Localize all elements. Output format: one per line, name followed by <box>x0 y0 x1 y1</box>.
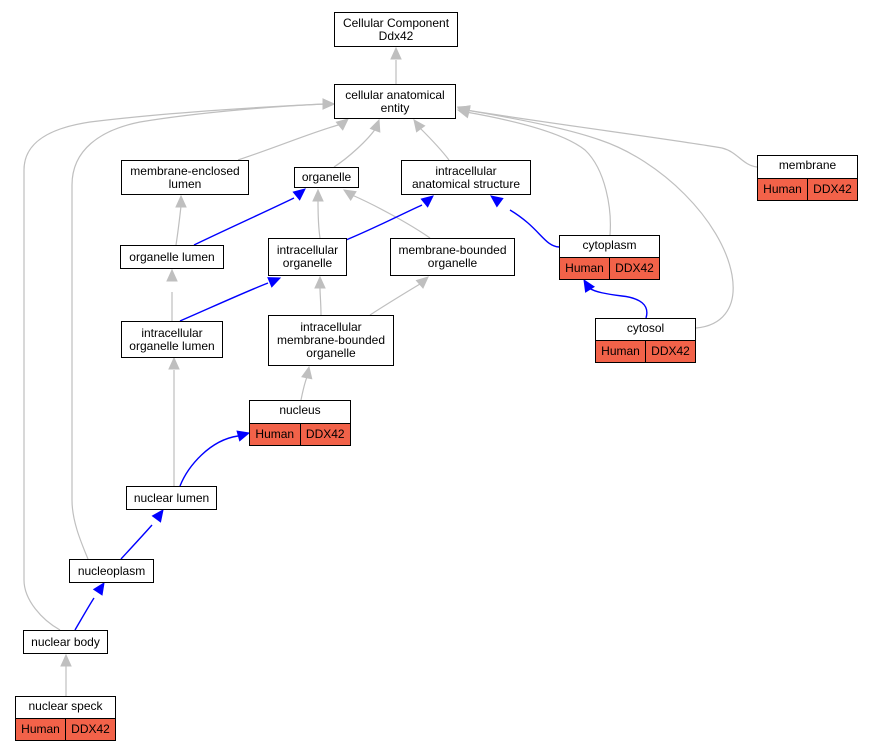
is-a-edge <box>369 283 421 316</box>
node-organelle-lumen[interactable]: organelle lumen <box>120 245 224 269</box>
edge-arrowhead <box>456 105 471 117</box>
part-of-edge <box>509 209 560 248</box>
edge-arrowhead <box>236 430 251 442</box>
node-intracellular-anatomical-structure[interactable]: intracellular anatomical structure <box>401 160 531 195</box>
node-nucleus[interactable]: nucleus Human DDX42 <box>249 400 351 446</box>
node-cellular-anatomical-entity[interactable]: cellular anatomical entity <box>334 84 456 119</box>
edge-arrowhead <box>92 581 105 596</box>
node-label: nuclear speck <box>28 699 103 713</box>
is-a-edge <box>71 103 325 560</box>
edge-arrowhead <box>322 98 336 110</box>
species-cell: Human <box>601 344 640 358</box>
node-label: Cellular Component Ddx42 <box>342 15 450 43</box>
is-a-edge <box>333 127 377 168</box>
is-a-edge <box>465 111 611 236</box>
is-a-edge <box>419 127 450 161</box>
annotation-row: Human DDX42 <box>250 423 350 445</box>
node-label: nucleus <box>279 403 321 417</box>
part-of-edge <box>120 524 153 560</box>
edge-arrowhead <box>175 194 187 208</box>
is-a-edge <box>317 199 321 239</box>
node-nuclear-speck[interactable]: nuclear speck Human DDX42 <box>15 696 116 741</box>
gene-cell: DDX42 <box>609 258 659 279</box>
gene-cell: DDX42 <box>65 719 115 740</box>
edge-arrowhead <box>151 509 164 523</box>
edge-arrowhead <box>335 118 349 131</box>
is-a-edge <box>23 103 325 631</box>
part-of-edge <box>588 287 648 319</box>
node-label: nuclear body <box>31 634 100 649</box>
is-a-edge <box>175 205 182 246</box>
edge-arrowhead <box>267 277 282 288</box>
edge-arrowhead <box>413 119 426 133</box>
edge-arrowhead <box>490 195 504 208</box>
is-a-edge <box>300 376 308 401</box>
is-a-edge <box>319 287 322 316</box>
node-membrane-enclosed-lumen[interactable]: membrane-enclosed lumen <box>121 160 249 195</box>
node-intracellular-organelle-lumen[interactable]: intracellular organelle lumen <box>121 321 223 358</box>
edge-arrowhead <box>60 653 72 667</box>
gene-cell: DDX42 <box>645 341 695 362</box>
gene-cell: DDX42 <box>807 179 857 200</box>
annotation-row: Human DDX42 <box>560 257 659 279</box>
edge-arrowhead <box>420 195 434 208</box>
node-label: nuclear lumen <box>133 490 210 505</box>
node-label: intracellular membrane-bounded organelle <box>276 320 386 360</box>
node-label: organelle <box>301 170 352 184</box>
node-membrane-bounded-organelle[interactable]: membrane-bounded organelle <box>390 238 515 276</box>
node-label: intracellular organelle <box>276 243 339 270</box>
edge-arrowhead <box>390 46 402 60</box>
edge-arrowhead <box>415 276 429 289</box>
edge-arrowhead <box>369 118 381 133</box>
node-cytoplasm[interactable]: cytoplasm Human DDX42 <box>559 235 660 280</box>
edge-arrowhead <box>168 356 180 370</box>
part-of-edge <box>179 282 269 322</box>
edge-arrowhead <box>314 275 326 289</box>
annotation-row: Human DDX42 <box>596 340 695 362</box>
part-of-edge <box>345 204 423 241</box>
part-of-edge <box>193 197 295 246</box>
node-label: organelle lumen <box>129 249 215 264</box>
part-of-edge <box>74 597 95 631</box>
node-label: nucleoplasm <box>77 563 146 578</box>
node-organelle[interactable]: organelle <box>294 167 359 188</box>
edge-arrowhead <box>583 278 595 293</box>
is-a-edge <box>351 194 431 239</box>
gene-cell: DDX42 <box>299 424 351 445</box>
node-cellular-component[interactable]: Cellular Component Ddx42 <box>334 12 458 47</box>
edge-arrowhead <box>342 189 357 201</box>
node-membrane[interactable]: membrane Human DDX42 <box>757 155 858 201</box>
node-cytosol[interactable]: cytosol Human DDX42 <box>595 318 696 363</box>
is-a-edge <box>237 123 343 161</box>
edge-arrowhead <box>166 268 178 282</box>
node-label: cytoplasm <box>582 238 637 252</box>
node-intracellular-organelle[interactable]: intracellular organelle <box>268 238 347 276</box>
species-cell: Human <box>565 261 604 275</box>
species-cell: Human <box>21 722 60 736</box>
node-label: membrane <box>778 158 837 172</box>
node-nuclear-lumen[interactable]: nuclear lumen <box>126 486 217 510</box>
node-label: cytosol <box>626 321 665 335</box>
node-nuclear-body[interactable]: nuclear body <box>23 630 108 654</box>
node-label: cellular anatomical entity <box>345 87 445 115</box>
part-of-edge <box>179 435 239 487</box>
species-cell: Human <box>763 182 802 196</box>
annotation-row: Human DDX42 <box>758 178 857 200</box>
node-label: membrane-bounded organelle <box>398 243 507 270</box>
node-label: membrane-enclosed lumen <box>130 163 240 191</box>
edge-arrowhead <box>292 188 306 201</box>
edge-arrowhead <box>312 188 324 202</box>
annotation-row: Human DDX42 <box>16 718 115 740</box>
is-a-edge <box>465 109 758 168</box>
species-cell: Human <box>255 427 295 441</box>
node-label: intracellular anatomical structure <box>411 163 521 191</box>
node-nucleoplasm[interactable]: nucleoplasm <box>69 559 154 583</box>
node-intracellular-membrane-bounded-organelle[interactable]: intracellular membrane-bounded organelle <box>268 315 394 366</box>
node-label: intracellular organelle lumen <box>129 325 215 353</box>
edge-arrowhead <box>301 365 313 380</box>
is-a-edge <box>465 109 734 329</box>
